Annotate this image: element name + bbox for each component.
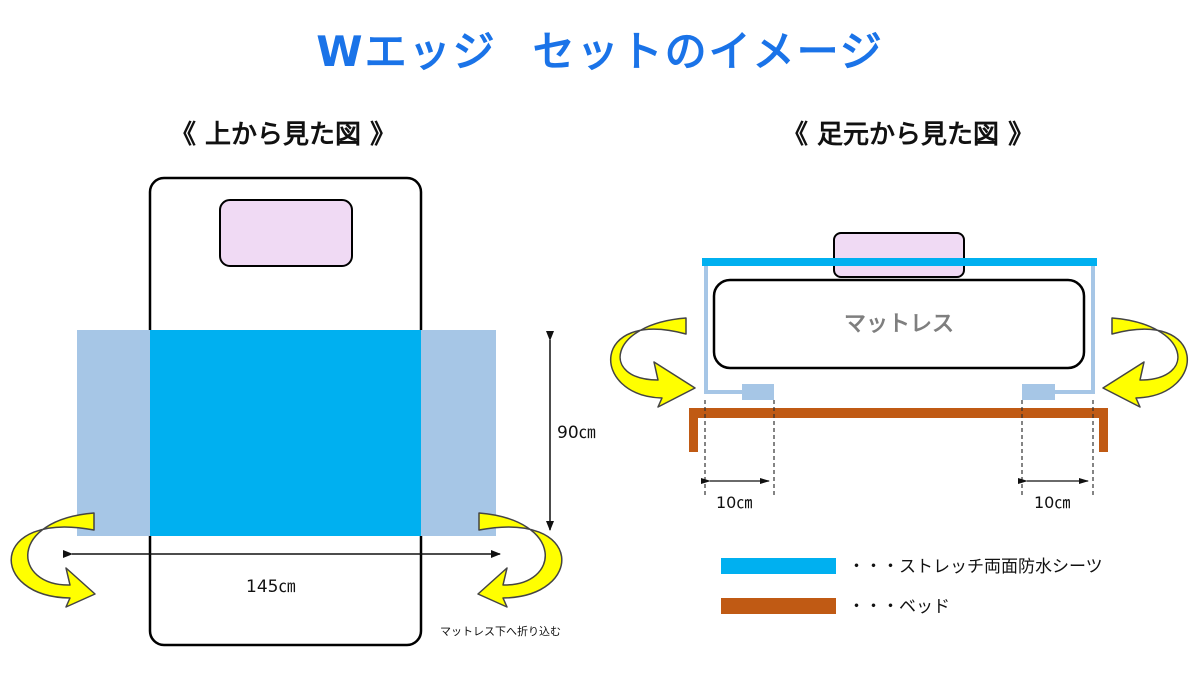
sheet-wrap-left [704,262,742,394]
legend-sheet-label: ・・・ストレッチ両面防水シーツ [848,557,1103,577]
sheet-flap-left [77,330,150,536]
width-label: 145㎝ [246,577,295,597]
fold-arrow-right-icon [1102,317,1189,408]
sheet-edge-block-left [742,384,774,400]
legend-bed-swatch [721,598,836,614]
height-label: 90㎝ [557,423,596,443]
tuck-arrow-left-icon [10,512,96,608]
left-margin-label: 10㎝ [716,493,752,512]
title-sub: セットのイメージ [532,27,884,76]
sheet-center [150,330,421,536]
right-margin-label: 10㎝ [1034,493,1070,512]
sheet-top-line [702,258,1097,266]
top-view-title: 《 上から見た図 》 [170,120,397,150]
pillow-foot [833,232,965,278]
fold-arrow-left-icon [609,317,696,408]
tuck-note: マットレス下へ折り込む [440,624,561,638]
bed-frame [689,408,1108,452]
legend-sheet-swatch [721,558,836,574]
sheet-edge-block-right [1022,384,1055,400]
title-main: Wエッジ [316,27,497,76]
mattress-label: マットレス [844,312,954,337]
foot-view-title: 《 足元から見た図 》 [782,120,1035,150]
sheet-flap-right [421,330,496,536]
legend-bed-label: ・・・ベッド [848,597,950,617]
foot-view: マットレス 10㎝ 10㎝ ・・・ストレッチ両面防水シーツ ・・・ベッド [609,232,1189,617]
mattress-foot [712,278,1086,370]
pillow-top [219,199,353,267]
sheet-wrap-right [1055,262,1095,394]
top-view: 90㎝ 145㎝ マットレス下へ折り込む [10,176,596,647]
page-title: Wエッジセットのイメージ [0,18,1200,79]
tuck-arrow-right-icon [477,512,563,608]
